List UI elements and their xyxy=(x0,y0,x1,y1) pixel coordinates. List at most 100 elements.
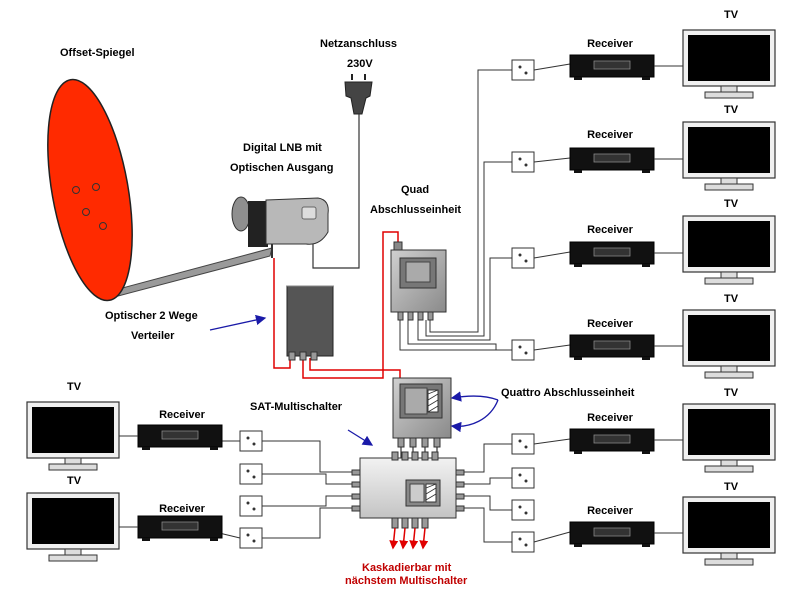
socket xyxy=(511,247,535,269)
tv-label: TV xyxy=(724,387,739,399)
label-quad-1: Quad xyxy=(401,184,429,196)
station: Receiver TV xyxy=(569,293,776,379)
socket xyxy=(511,339,535,361)
socket xyxy=(239,463,263,485)
receiver xyxy=(137,515,223,541)
station: Receiver TV xyxy=(26,475,223,562)
splitter-port xyxy=(310,351,318,361)
socket-receiver-links xyxy=(214,63,571,543)
quattro-port xyxy=(397,437,405,448)
label-cascade-2: nächstem Multischalter xyxy=(345,575,468,587)
tv xyxy=(682,403,776,473)
station: Receiver TV xyxy=(569,387,776,473)
socket xyxy=(239,430,263,452)
lnb-body xyxy=(265,197,329,245)
station: Receiver TV xyxy=(569,481,776,566)
fiber-lnb-splitter xyxy=(273,258,291,369)
quattro-port xyxy=(421,437,429,448)
receiver-label: Receiver xyxy=(159,503,206,515)
quad-output-port xyxy=(427,311,434,321)
stations: ReceiverTVReceiverTVReceiverTVReceiverTV… xyxy=(26,9,776,566)
annotation-arrows xyxy=(209,314,499,446)
receiver-label: Receiver xyxy=(587,318,634,330)
splitter-port xyxy=(299,351,307,361)
station: Receiver TV xyxy=(569,198,776,285)
power-cable xyxy=(312,114,360,269)
fiber-splitter-quad xyxy=(302,231,399,379)
socket xyxy=(511,531,535,553)
tv xyxy=(682,29,776,99)
receiver xyxy=(137,424,223,450)
tv xyxy=(682,121,776,191)
dish-bolt xyxy=(72,186,80,194)
socket xyxy=(511,433,535,455)
fiber-splitter-quattro xyxy=(309,358,401,382)
receiver-label: Receiver xyxy=(587,129,634,141)
socket xyxy=(239,527,263,549)
receiver xyxy=(569,241,655,267)
power-plug xyxy=(344,74,373,115)
offset-dish xyxy=(47,78,273,302)
tv-label: TV xyxy=(724,198,739,210)
socket xyxy=(511,499,535,521)
quad-output-port xyxy=(407,311,414,321)
label-dish: Offset-Spiegel xyxy=(60,47,135,59)
tv xyxy=(682,496,776,566)
label-quad-2: Abschlusseinheit xyxy=(370,204,461,216)
quattro-unit xyxy=(392,377,452,448)
receiver xyxy=(569,334,655,360)
quattro-port xyxy=(433,437,441,448)
socket xyxy=(511,59,535,81)
station: Receiver TV xyxy=(569,104,776,191)
lnb-clamp xyxy=(248,201,268,247)
socket xyxy=(511,151,535,173)
socket xyxy=(239,495,263,517)
quad-output-port xyxy=(397,311,404,321)
dish-arm xyxy=(114,247,273,297)
label-splitter-2: Verteiler xyxy=(131,330,175,342)
receiver-label: Receiver xyxy=(159,409,206,421)
splitter-port xyxy=(288,351,296,361)
dish-reflector xyxy=(47,78,133,302)
label-quattro: Quattro Abschlusseinheit xyxy=(501,387,635,399)
tv-label: TV xyxy=(724,104,739,116)
receiver-label: Receiver xyxy=(587,412,634,424)
quattro-port xyxy=(409,437,417,448)
cascade-arrows xyxy=(389,527,429,550)
tv-label: TV xyxy=(724,9,739,21)
quad-output-port xyxy=(417,311,424,321)
tv-label: TV xyxy=(724,481,739,493)
tv xyxy=(682,309,776,379)
tv-label: TV xyxy=(67,475,82,487)
tv-label: TV xyxy=(724,293,739,305)
label-power-2: 230V xyxy=(347,58,373,70)
receiver-label: Receiver xyxy=(587,224,634,236)
receiver-label: Receiver xyxy=(587,38,634,50)
label-multiswitch: SAT-Multischalter xyxy=(250,401,343,413)
lnb-label xyxy=(301,206,317,220)
quad-cables xyxy=(399,69,512,351)
lnb xyxy=(231,196,329,258)
dish-bolt xyxy=(92,183,100,191)
label-power-1: Netzanschluss xyxy=(320,38,397,50)
tv xyxy=(26,492,120,562)
label-lnb-2: Optischen Ausgang xyxy=(230,162,334,174)
receiver xyxy=(569,428,655,454)
quad-unit xyxy=(390,241,447,321)
dish-bolt xyxy=(99,222,107,230)
tv xyxy=(682,215,776,285)
multiswitch-cables xyxy=(262,440,512,543)
tv-label: TV xyxy=(67,381,82,393)
dish-bolt xyxy=(82,208,90,216)
station: Receiver TV xyxy=(569,9,776,99)
socket xyxy=(511,467,535,489)
sat-multiswitch xyxy=(351,451,465,529)
receiver-label: Receiver xyxy=(587,505,634,517)
receiver xyxy=(569,521,655,547)
label-splitter-1: Optischer 2 Wege xyxy=(105,310,198,322)
label-lnb-1: Digital LNB mit xyxy=(243,142,322,154)
receiver xyxy=(569,54,655,80)
label-cascade-1: Kaskadierbar mit xyxy=(362,562,452,574)
